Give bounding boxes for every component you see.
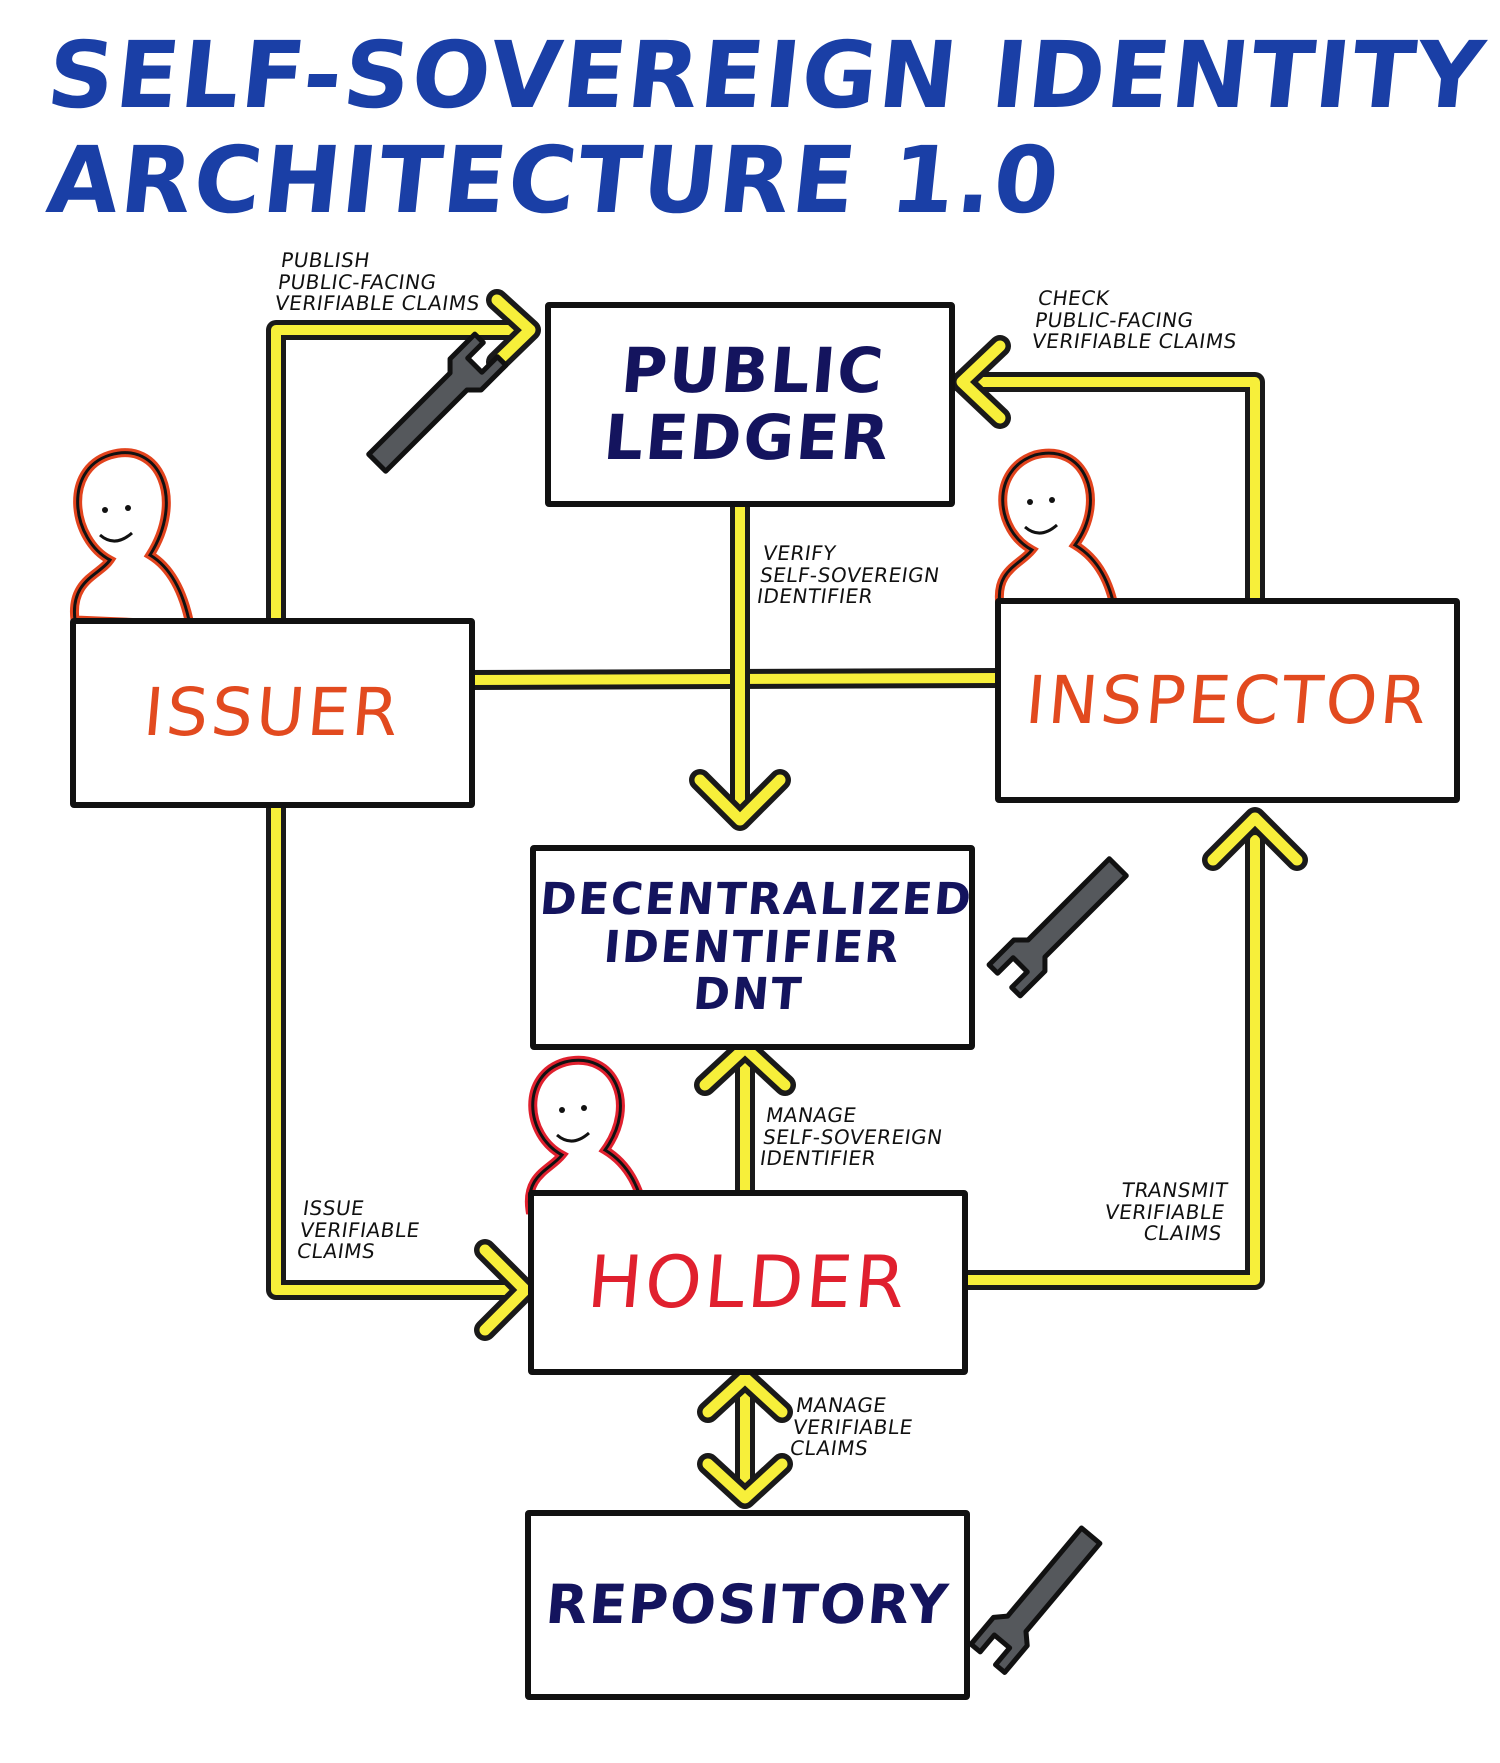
public-ledger-box: PUBLIC LEDGER — [545, 302, 955, 507]
note-check: CHECK PUBLIC-FACING VERIFIABLE CLAIMS — [1030, 286, 1239, 354]
note-manage-claims: MANAGE VERIFIABLE CLAIMS — [788, 1393, 915, 1461]
inspector-box: INSPECTOR — [995, 598, 1460, 803]
arrowhead-transmit — [1202, 807, 1308, 871]
public-ledger-label: PUBLIC LEDGER — [600, 333, 894, 474]
page-title-line-2: ARCHITECTURE 1.0 — [42, 127, 1066, 234]
issuer-box: ISSUER — [70, 618, 475, 808]
inspector-label: INSPECTOR — [1022, 661, 1433, 739]
arrowhead-manage-claims — [697, 1367, 793, 1509]
repository-box: REPOSITORY — [525, 1510, 970, 1700]
arrowhead-verify — [689, 769, 791, 831]
note-transmit: TRANSMIT VERIFIABLE CLAIMS — [1103, 1178, 1230, 1246]
decentralized-identifier-label: DECENTRALIZED IDENTIFIER DNT — [538, 874, 976, 1021]
note-issue: ISSUE VERIFIABLE CLAIMS — [295, 1196, 422, 1264]
holder-label: HOLDER — [584, 1239, 912, 1324]
connector-publish — [266, 320, 535, 630]
holder-box: HOLDER — [528, 1190, 968, 1375]
note-verify: VERIFY SELF-SOVEREIGN IDENTIFIER — [755, 541, 942, 609]
person-inspector-icon — [994, 448, 1121, 615]
issuer-label: ISSUER — [140, 674, 405, 752]
arrowhead-issue — [474, 1239, 536, 1341]
note-manage-identifier: MANAGE SELF-SOVEREIGN IDENTIFIER — [758, 1103, 945, 1171]
repository-label: REPOSITORY — [543, 1572, 953, 1636]
arrowheads — [474, 289, 1308, 1509]
arrowhead-check — [951, 335, 1011, 429]
page-title-line-1: SELF-SOVEREIGN IDENTITY — [42, 22, 1491, 129]
decentralized-identifier-box: DECENTRALIZED IDENTIFIER DNT — [530, 845, 975, 1050]
person-issuer-icon — [69, 448, 196, 630]
note-publish: PUBLISH PUBLIC-FACING VERIFIABLE CLAIMS — [273, 248, 482, 316]
connectors — [266, 320, 1265, 1490]
person-holder-icon — [524, 1055, 651, 1220]
